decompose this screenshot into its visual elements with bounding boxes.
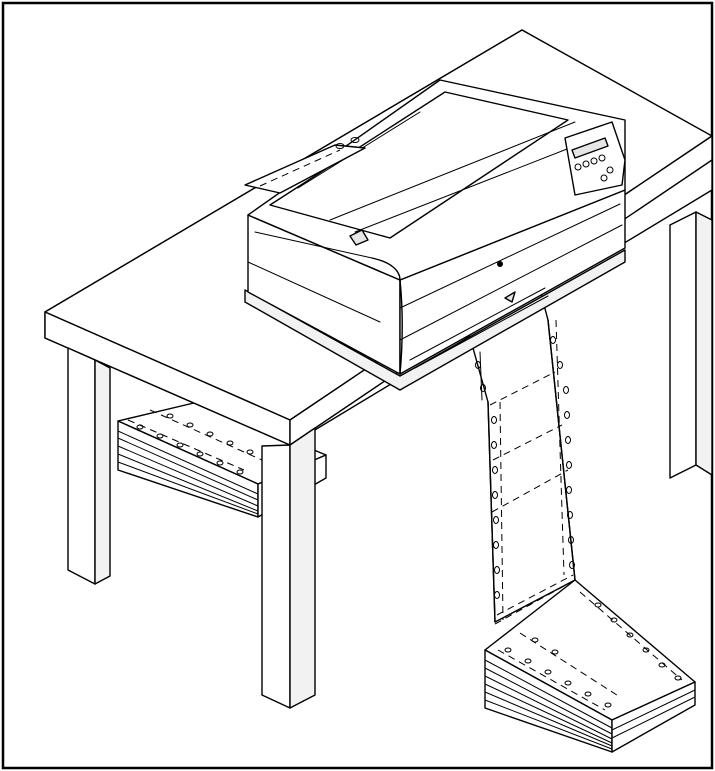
table-front-left-leg bbox=[67, 347, 111, 585]
rear-paper-guide bbox=[244, 137, 366, 194]
paper-stack-floor bbox=[484, 579, 696, 753]
control-panel-icon bbox=[564, 121, 626, 196]
table-back-right-leg bbox=[669, 211, 713, 479]
table-front-right-leg bbox=[261, 427, 316, 709]
printer bbox=[244, 79, 626, 391]
